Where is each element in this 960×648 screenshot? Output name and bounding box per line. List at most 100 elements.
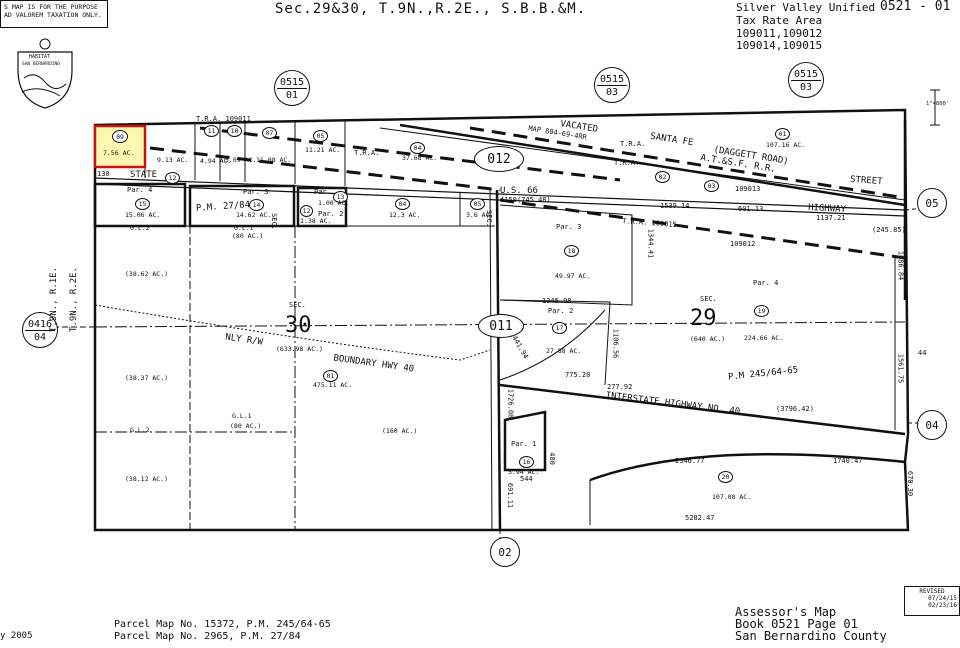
book-ref-0515-03[interactable]: 0515 03 — [594, 67, 630, 103]
parcel-number-011[interactable]: 011 — [478, 314, 524, 338]
parcel-number-05-top[interactable]: 05 — [313, 130, 328, 142]
book-ref-bottom: 03 — [605, 87, 619, 98]
parcel-number: 01 — [778, 130, 787, 138]
assessor-map-title: Assessor's Map — [735, 605, 837, 619]
side-ref-02[interactable]: 02 — [490, 537, 520, 567]
sec-left-label: SEC. — [269, 213, 278, 230]
tra-109012-label: 109012 — [730, 240, 756, 248]
dim-775: 775.20 — [565, 371, 591, 379]
section-line — [495, 189, 502, 531]
book-ref-bottom: 04 — [33, 332, 47, 343]
parcel-number-07[interactable]: 07 — [262, 127, 277, 139]
parcel-acreage-04-top: 37.68 AC. — [402, 154, 438, 162]
parcel-acreage-15: 15.06 AC. — [125, 211, 161, 219]
footer-year: y 2005 — [0, 631, 33, 641]
parcel-number: 11 — [207, 127, 216, 135]
parcel-number-01-mid[interactable]: 01 — [323, 370, 338, 382]
purpose-notice: S MAP IS FOR THE PURPOSE AD VALOREM TAXA… — [0, 0, 108, 28]
par4-left-tag: Par. 4 — [127, 186, 153, 194]
acreage-3837: (38.37 AC.) — [125, 374, 169, 382]
dim-544: 544 — [520, 475, 533, 483]
tax-area-title: Silver Valley Unified — [736, 1, 876, 14]
notice-text: S MAP IS FOR THE PURPOSE AD VALOREM TAXA… — [4, 3, 102, 19]
parcel-number: 05 — [316, 132, 325, 140]
parcel-map-line-1: Parcel Map No. 15372, P.M. 245/64-65 — [114, 619, 331, 630]
revised-label: REVISED — [919, 588, 945, 595]
section-title: Sec.29&30, T.9N.,R.2E., S.B.B.&M. — [275, 1, 587, 17]
acreage-160: (160 AC.) — [382, 427, 418, 435]
book-ref-top: 0515 — [793, 69, 819, 80]
gl2-bottom-label: G.L.2 — [130, 426, 150, 434]
parcel-acreage-14: 14.62 AC. — [236, 211, 272, 219]
parcel-number-16[interactable]: 16 — [519, 456, 534, 468]
par4-right-tag: Par. 4 — [753, 279, 779, 287]
parcel-number: 01 — [326, 372, 335, 380]
parcel-number-02-rail[interactable]: 02 — [655, 171, 670, 183]
book-ref-top: 0515 — [599, 74, 625, 85]
parcel-acreage-05-mid: 3.6 AC. — [466, 211, 494, 219]
parcel-number: 12 — [168, 174, 177, 182]
parcel-number-14[interactable]: 14 — [249, 199, 264, 211]
dim-130: 130 — [97, 170, 110, 178]
parcel-acreage-13: 1.00 AC. — [318, 199, 350, 207]
parcel-number-04-top[interactable]: 04 — [410, 142, 425, 154]
parcel-number-13[interactable]: 13 — [333, 191, 348, 203]
township-r2e-label: T.9N., R.2E. — [69, 266, 79, 332]
dim-1561: 1561.75 — [896, 353, 905, 384]
sec30-label: SEC. — [289, 301, 306, 309]
parcel-number: 012 — [487, 151, 511, 167]
parcel-acreage-11: 5.09 AC. — [225, 156, 257, 164]
scale-label: 1"=800' — [926, 101, 950, 107]
parcel-number-09[interactable]: 09 — [112, 130, 128, 143]
parcel-number-12-small[interactable]: 12 — [300, 205, 313, 217]
parcel-number: 09 — [116, 132, 124, 141]
side-ref-text: 02 — [498, 545, 512, 559]
gl2-top-label: G.L.2 — [130, 224, 150, 232]
parcel-number-04-mid[interactable]: 04 — [395, 198, 410, 210]
tax-area-sub: Tax Rate Area — [736, 14, 823, 27]
dim-4150: 4150 — [500, 196, 517, 204]
acreage-3862: (38.62 AC.) — [125, 270, 169, 278]
sec29-number: 29 — [690, 306, 717, 331]
parcel-number-05-mid[interactable]: 05 — [470, 198, 485, 210]
parcel-number-18[interactable]: 18 — [564, 245, 579, 257]
parcel-number-12-top[interactable]: 12 — [165, 172, 180, 184]
dim-3796: (3796.42) — [776, 405, 814, 413]
parcel-number-19[interactable]: 19 — [754, 305, 769, 317]
tra-label-1: T.R.A. — [354, 149, 380, 157]
parcel-number-11[interactable]: 11 — [204, 125, 219, 137]
parcel-acreage-12-top: 9.13 AC. — [157, 156, 189, 164]
par1-bottom-tag: Par. 1 — [511, 440, 537, 448]
parcel-number: 15 — [138, 200, 147, 208]
side-ref-05[interactable]: 05 — [917, 188, 947, 218]
hwy-66-line — [94, 177, 906, 211]
seal-top-text: HABITAT — [29, 54, 51, 60]
parcel-number-17[interactable]: 17 — [552, 322, 567, 334]
book-ref-top: 0515 — [279, 77, 305, 88]
parcel-number-012[interactable]: 012 — [474, 146, 524, 172]
parcel-number-01-top[interactable]: 01 — [775, 128, 790, 140]
us66-label: U.S. 66 — [500, 186, 538, 196]
county-seal-icon — [17, 51, 73, 109]
tra-label-2: T.R.A. — [614, 159, 640, 167]
dim-1086: 1086.84 — [896, 250, 905, 281]
parcel-number-20[interactable]: 20 — [718, 471, 733, 483]
parcel-acreage-04-mid: 12.3 AC. — [389, 211, 421, 219]
parcel-number: 02 — [658, 173, 667, 181]
parcel-acreage-16: 5.94 AC. — [508, 468, 540, 476]
parcel-number: 12 — [302, 207, 311, 215]
dim-745: (745.48) — [517, 196, 551, 204]
parcel-number: 17 — [555, 324, 564, 332]
dim-277: 277.92 — [607, 383, 633, 391]
sec30-number: 30 — [285, 313, 312, 338]
parcel-number-10[interactable]: 10 — [227, 125, 242, 137]
sec30-acreage: (633.98 AC.) — [276, 345, 323, 353]
side-ref-text: 04 — [925, 418, 939, 432]
parcel-number-03-rail[interactable]: 03 — [704, 180, 719, 192]
sec29-label: SEC. — [700, 295, 717, 303]
parcel-number-15[interactable]: 15 — [135, 198, 150, 210]
side-ref-04[interactable]: 04 — [917, 410, 947, 440]
